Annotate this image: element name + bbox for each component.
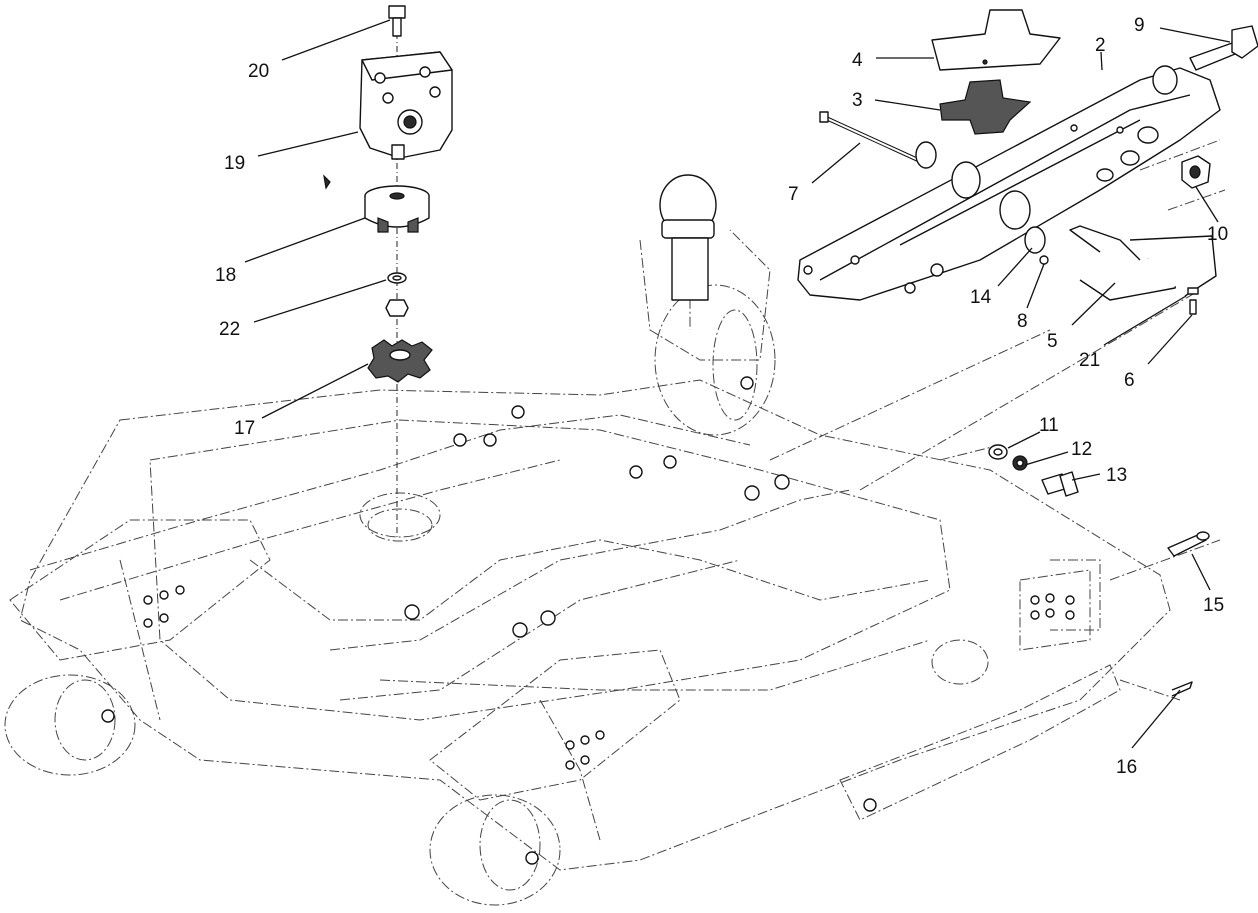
callout-13: 13 bbox=[1106, 465, 1127, 486]
callout-17: 17 bbox=[234, 418, 255, 439]
callout-15: 15 bbox=[1203, 595, 1224, 616]
right-hardware bbox=[988, 444, 1210, 697]
bolt-9 bbox=[1189, 25, 1258, 71]
left-plate-holes bbox=[143, 585, 185, 628]
hitch-arm-assembly bbox=[797, 9, 1258, 315]
callout-14: 14 bbox=[970, 287, 992, 308]
callout-11: 11 bbox=[1039, 415, 1059, 436]
callout-3: 3 bbox=[852, 90, 863, 111]
leader-lines bbox=[244, 19, 1231, 749]
gearbox-19 bbox=[359, 51, 453, 160]
callout-8: 8 bbox=[1017, 311, 1028, 332]
coupling-18 bbox=[364, 185, 430, 233]
callout-19: 19 bbox=[224, 153, 245, 174]
shim-plate-4 bbox=[931, 9, 1061, 71]
hairpin-16 bbox=[1171, 681, 1193, 697]
gearbox-stack bbox=[323, 5, 453, 540]
callout-9: 9 bbox=[1134, 15, 1145, 36]
right-plate-holes bbox=[1030, 593, 1075, 620]
callout-labels: 20 19 18 22 17 4 3 2 9 7 10 14 8 5 21 6 … bbox=[215, 15, 1228, 778]
callout-10: 10 bbox=[1207, 224, 1228, 245]
callout-4: 4 bbox=[852, 50, 863, 71]
center-plate-holes bbox=[565, 730, 605, 770]
callout-6: 6 bbox=[1124, 370, 1135, 391]
callout-22: 22 bbox=[219, 319, 240, 340]
bolt-20 bbox=[388, 5, 406, 19]
callout-20: 20 bbox=[248, 61, 269, 82]
mower-deck-phantom bbox=[4, 174, 1221, 906]
callout-2: 2 bbox=[1095, 35, 1106, 56]
callout-7: 7 bbox=[788, 184, 799, 205]
callout-5: 5 bbox=[1047, 331, 1058, 352]
callout-16: 16 bbox=[1116, 757, 1137, 778]
callout-12: 12 bbox=[1071, 439, 1092, 460]
callout-18: 18 bbox=[215, 265, 236, 286]
pin-15 bbox=[1167, 531, 1210, 557]
shim-plate-3 bbox=[939, 79, 1032, 135]
spider-17 bbox=[367, 339, 433, 383]
bolt-13 bbox=[1041, 471, 1079, 497]
callout-21: 21 bbox=[1079, 350, 1100, 371]
